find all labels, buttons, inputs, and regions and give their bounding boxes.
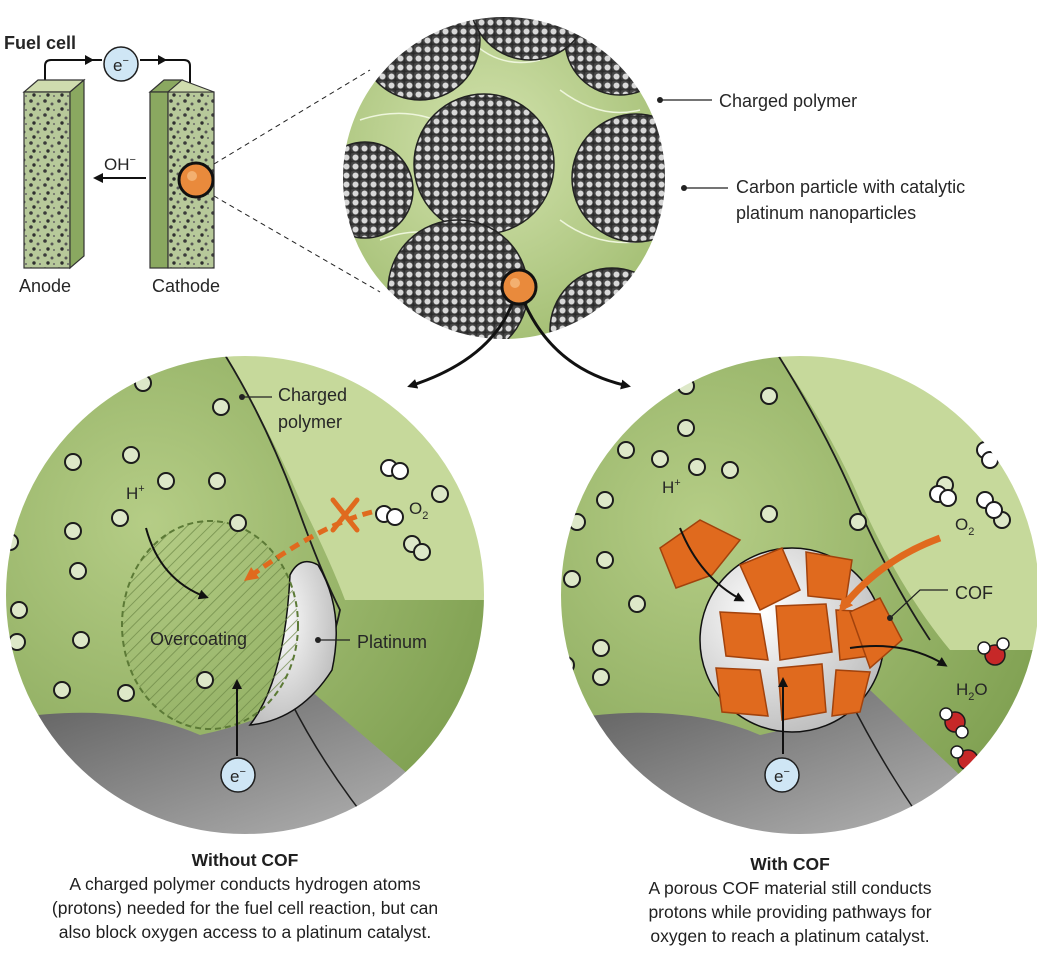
proton-arrow [679, 527, 745, 602]
oxygen-pathway-arrow [838, 534, 942, 612]
with-cof-title: With COF [750, 854, 830, 874]
left-electron-label: e [230, 767, 239, 786]
svg-text:e−: e− [774, 766, 790, 786]
fuel-cell-schematic: Fuel cell e− OH− Anode Cathode [4, 33, 381, 296]
left-electron-badge [220, 757, 256, 793]
without-cof-desc-line3: also block oxygen access to a platinum c… [58, 922, 432, 942]
with-cof-panel: H+ O2 COF H2O e− [559, 354, 1037, 836]
water-arrow [849, 645, 948, 667]
circuit-wire [44, 59, 191, 90]
cof-label: COF [955, 583, 993, 603]
left-charged-polymer-line2: polymer [278, 412, 342, 432]
carbon-particle [469, 16, 591, 61]
svg-text:e−: e− [230, 766, 246, 786]
wire-arrow-icon [158, 55, 167, 65]
without-cof-title: Without COF [191, 850, 299, 870]
without-cof-caption: Without COF A charged polymer conducts h… [0, 848, 490, 944]
carbon-particle [342, 141, 414, 239]
left-charged-polymer-line1: Charged [278, 385, 347, 405]
with-cof-desc-line1: A porous COF material still conducts [648, 878, 932, 898]
svg-text:H+: H+ [126, 483, 145, 503]
water-label: H [956, 680, 968, 699]
right-electron-badge [764, 757, 800, 793]
carbon-particle [571, 113, 666, 243]
cathode-label: Cathode [152, 276, 220, 296]
wire-arrow-icon [85, 55, 94, 65]
branch-arrow-left [407, 303, 514, 389]
right-proton-label: H [662, 478, 674, 497]
svg-text:OH−: OH− [104, 154, 136, 174]
zoom-guide-line [213, 195, 381, 293]
right-electron-label: e [774, 767, 783, 786]
without-cof-panel: Charged polymer H+ O2 Overcoating Platin… [4, 354, 486, 836]
electron-badge [103, 46, 139, 82]
left-proton-label: H [126, 484, 138, 503]
proton-arrow [145, 527, 209, 600]
without-cof-desc-line2: (protons) needed for the fuel cell react… [51, 898, 439, 918]
with-cof-caption: With COF A porous COF material still con… [555, 852, 1025, 948]
carbon-particle-label-line2: platinum nanoparticles [736, 203, 916, 223]
zoom-guide-line [213, 69, 371, 165]
svg-text:O2: O2 [955, 515, 974, 538]
branch-arrow-right [523, 303, 631, 390]
svg-text:H+: H+ [662, 477, 681, 497]
with-cof-desc-line2: protons while providing pathways for [648, 902, 932, 922]
svg-text:e−: e− [113, 55, 129, 75]
svg-text:O2: O2 [409, 499, 428, 522]
carbon-particle [549, 267, 666, 340]
water-molecule [977, 637, 1010, 666]
carbon-particle-label-line1: Carbon particle with catalytic [736, 177, 965, 197]
anode-label: Anode [19, 276, 71, 296]
charged-polymer-label: Charged polymer [719, 91, 857, 111]
catalyst-layer-zoom: Charged polymer Carbon particle with cat… [341, 15, 965, 341]
hydroxide-label: OH [104, 155, 130, 174]
oxygen-molecule [375, 459, 409, 526]
cof-flakes [659, 519, 903, 721]
platinum-label: Platinum [357, 632, 427, 652]
overcoating-layer [121, 520, 299, 730]
cathode-electrode [148, 79, 215, 269]
electron-label: e [113, 56, 122, 75]
without-cof-desc-line1: A charged polymer conducts hydrogen atom… [69, 874, 421, 894]
right-oxygen-label: O [955, 515, 968, 534]
svg-text:H2O: H2O [956, 680, 988, 703]
water-molecule [939, 707, 969, 739]
carbon-particle [413, 93, 555, 235]
block-x-icon [330, 497, 360, 533]
interface-zoom-spot [500, 268, 538, 306]
overcoating-label: Overcoating [150, 629, 247, 649]
cathode-zoom-spot [177, 161, 215, 199]
fuel-cell-title: Fuel cell [4, 33, 76, 53]
anode-electrode [22, 78, 86, 270]
left-oxygen-label: O [409, 499, 422, 518]
with-cof-desc-line3: oxygen to reach a platinum catalyst. [650, 926, 930, 946]
